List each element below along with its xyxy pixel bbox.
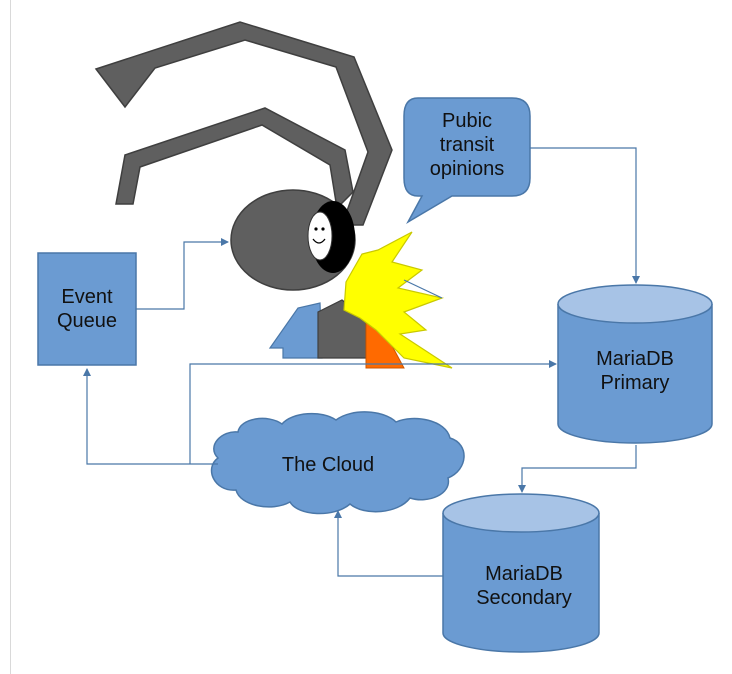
connector-secondary-to-cloud [334,510,443,577]
connectors [83,147,640,577]
cloud-label: The Cloud [282,454,374,476]
text-line: Pubic [442,110,492,132]
connector-cloud-to-primary [189,360,557,464]
page-left-rule [10,0,11,674]
robot-body [268,299,405,369]
robot-arm-upper [94,21,393,226]
explosion-burst [343,231,453,369]
text-line: Queue [57,310,117,332]
text-line: Primary [601,372,670,394]
connector-bubble-to-primary [530,147,640,284]
text-line: MariaDB [596,348,674,370]
text-line: MariaDB [485,563,563,585]
connector-queue-to-robot [136,238,229,310]
text-line: Secondary [476,587,572,609]
connector-primary-to-secondary [518,445,637,493]
cloud-shape: The Cloud [210,411,465,515]
robot-arm-lower [115,107,354,210]
robot-head [230,189,356,291]
text-line: Event [61,286,113,308]
connector-cloud-to-queue [83,368,218,465]
text-line: transit [440,134,495,156]
robot-arms [94,21,393,226]
text-line: opinions [430,158,505,180]
